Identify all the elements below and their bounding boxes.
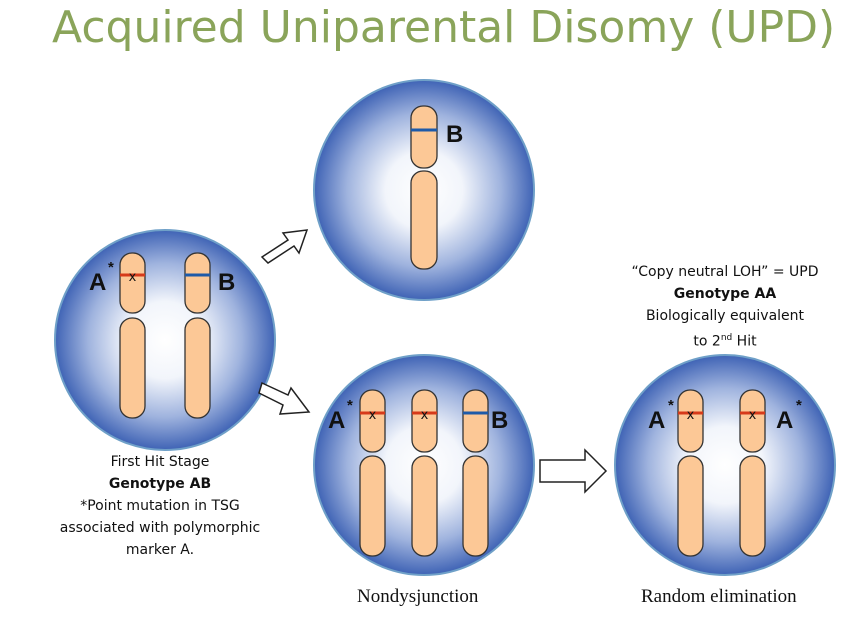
mutation-marker: x [749, 408, 757, 423]
cell-random-elimination [614, 354, 836, 576]
mutation-asterisk: * [796, 397, 802, 414]
page-title: Acquired Uniparental Disomy (UPD) [52, 2, 836, 53]
allele-label-b: B [491, 407, 508, 434]
upd-second-hit: to 2nd Hit [693, 333, 757, 350]
first-hit-note-line: marker A. [125, 542, 195, 558]
upd-caption: “Copy neutral LOH” = UPD Genotype AA Bio… [605, 261, 845, 353]
chromosome-a-first-hit [119, 252, 146, 419]
first-hit-stage-label: First Hit Stage [110, 454, 210, 470]
first-hit-note-line: *Point mutation in TSG [80, 498, 240, 514]
allele-label-b: B [446, 121, 463, 148]
mutation-marker: x [129, 270, 137, 285]
nondisjunction-label: Nondysjunction [357, 586, 479, 607]
arrow-to-random-elimination-cell [539, 448, 608, 494]
mutation-marker: x [687, 408, 695, 423]
upd-genotype: Genotype AA [673, 286, 777, 302]
arrow-to-top-cell [260, 229, 309, 264]
mutation-asterisk: * [347, 397, 353, 414]
arrow-to-nondisjunction-cell [258, 381, 311, 415]
upd-equivalence: Biologically equivalent [645, 308, 805, 324]
allele-label-a: A [328, 407, 345, 434]
mutation-marker: x [369, 408, 377, 423]
allele-label-a: A [648, 407, 665, 434]
chromosome-b-top-cell [410, 105, 438, 270]
first-hit-note-line: associated with polymorphic [59, 520, 261, 536]
mutation-asterisk: * [108, 259, 114, 276]
mutation-asterisk: * [668, 397, 674, 414]
first-hit-genotype: Genotype AB [108, 476, 212, 492]
chromosome-b-first-hit [184, 252, 211, 419]
chromosome-a2-nondisjunction [411, 389, 438, 557]
chromosome-a2-random-elimination [739, 389, 766, 557]
chromosome-a1-random-elimination [677, 389, 704, 557]
chromosome-a1-nondisjunction [359, 389, 386, 557]
first-hit-caption: First Hit Stage Genotype AB *Point mutat… [40, 451, 280, 561]
cell-first-hit [54, 229, 276, 451]
random-elimination-label: Random elimination [641, 586, 797, 607]
chromosome-b-nondisjunction [462, 389, 489, 557]
allele-label-a: A [776, 407, 793, 434]
mutation-marker: x [421, 408, 429, 423]
allele-label-a: A [89, 269, 106, 296]
upd-definition: “Copy neutral LOH” = UPD [631, 264, 819, 280]
allele-label-b: B [218, 269, 235, 296]
